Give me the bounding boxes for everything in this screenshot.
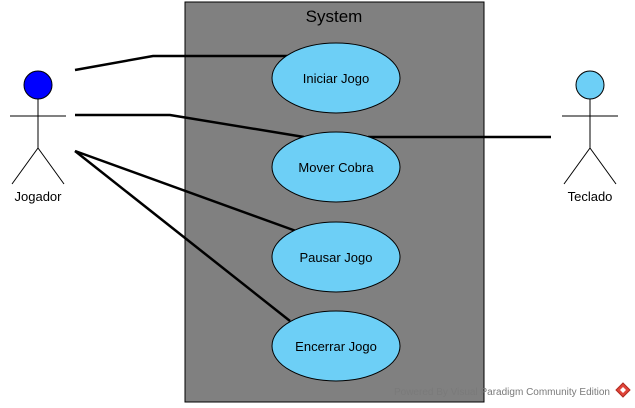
assoc-jogador-iniciar [74,54,290,72]
actor-label: Jogador [15,189,63,204]
use-case-label: Encerrar Jogo [295,339,377,354]
system-title: System [306,7,363,26]
use-case-ellipse [271,221,401,293]
actor-body [562,99,618,185]
actor-teclado[interactable]: Teclado [562,70,618,204]
associations [74,54,551,322]
use-case-mover[interactable]: Mover Cobra [271,131,401,203]
use-case-encerrar[interactable]: Encerrar Jogo [271,310,401,382]
use-case-label: Iniciar Jogo [303,71,369,86]
assoc-jogador-mover [75,113,305,139]
assoc-jogador-pausar [74,149,297,233]
use-case-iniciar[interactable]: Iniciar Jogo [271,42,401,114]
use-case-ellipse [271,131,401,203]
use-case-label: Mover Cobra [298,160,374,175]
actor-head [23,70,53,100]
actor-label: Teclado [568,189,613,204]
actor-jogador[interactable]: Jogador [10,70,66,204]
use-case-pausar[interactable]: Pausar Jogo [271,221,401,293]
use-case-ellipse [271,42,401,114]
actor-body [10,99,66,185]
actor-head [575,70,605,100]
use-case-ellipse [271,310,401,382]
assoc-jogador-encerrar [74,150,291,322]
use-case-label: Pausar Jogo [300,250,373,265]
watermark-text: Powered By Visual Paradigm Community Edi… [394,387,610,398]
visual-paradigm-logo-icon [615,382,631,398]
